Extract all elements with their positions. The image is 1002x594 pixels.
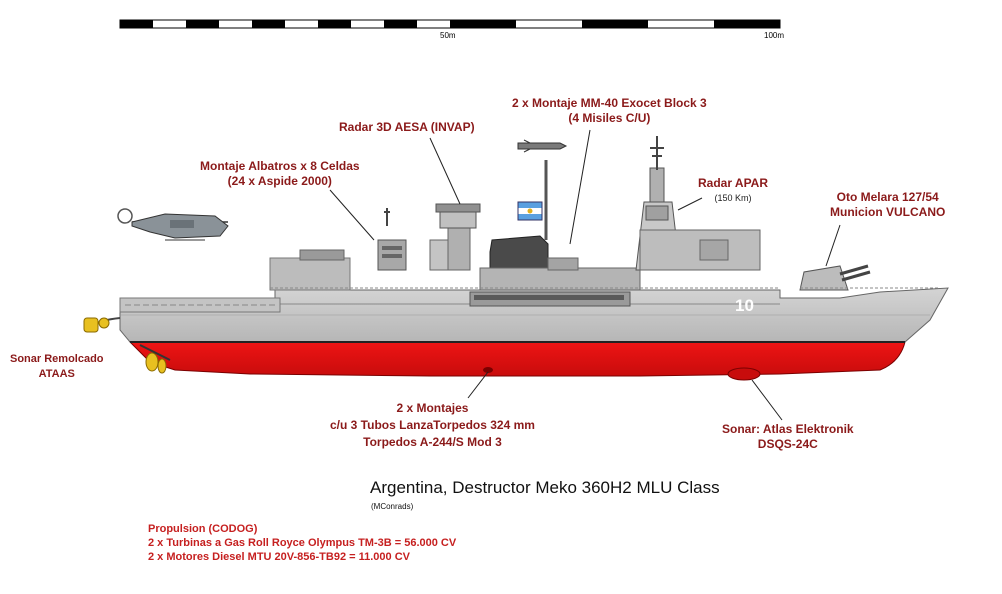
- main-mast: [517, 160, 579, 271]
- main-gun: [799, 264, 871, 291]
- label-sonar-hull-line2: DSQS-24C: [757, 437, 818, 451]
- propulsion-heading: Propulsion (CODOG): [148, 523, 258, 535]
- propulsion-line1: 2 x Turbinas a Gas Roll Royce Olympus TM…: [148, 537, 457, 549]
- albatros-launcher: [377, 208, 407, 271]
- label-oto-melara-line2: Municion VULCANO: [830, 205, 946, 219]
- label-apar-line1: Radar APAR: [698, 176, 769, 190]
- label-exocet-line2: (4 Misiles C/U): [568, 111, 651, 125]
- label-oto-melara: Oto Melara 127/54 Municion VULCANO: [830, 190, 945, 220]
- label-sonar-hull-line1: Sonar: Atlas Elektronik: [722, 422, 854, 436]
- apar-tower: [635, 136, 761, 271]
- hull-sonar-dome: [727, 367, 761, 381]
- label-sonar-towed-line2: ATAAS: [38, 368, 75, 380]
- scale-label-50: 50m: [440, 31, 456, 40]
- label-torpedoes-line2: c/u 3 Tubos LanzaTorpedos 324 mm: [330, 418, 535, 432]
- towed-sonar-gear: [83, 297, 281, 374]
- label-apar-line2: (150 Km): [714, 193, 752, 203]
- label-sonar-hull: Sonar: Atlas Elektronik DSQS-24C: [722, 422, 854, 452]
- label-exocet-line1: 2 x Montaje MM-40 Exocet Block 3: [512, 96, 707, 110]
- pointer-lines: [329, 129, 841, 421]
- label-albatros: Montaje Albatros x 8 Celdas (24 x Aspide…: [200, 159, 360, 189]
- label-apar: Radar APAR (150 Km): [698, 176, 768, 206]
- label-albatros-line2: (24 x Aspide 2000): [227, 174, 332, 188]
- label-torpedoes-line3: Torpedos A-244/S Mod 3: [363, 435, 502, 449]
- label-sonar-towed: Sonar Remolcado ATAAS: [10, 352, 104, 382]
- exocet-icon: [517, 139, 568, 153]
- scale-bar: [119, 19, 781, 29]
- label-torpedoes: 2 x Montajes c/u 3 Tubos LanzaTorpedos 3…: [330, 400, 535, 451]
- propulsion-block: Propulsion (CODOG) 2 x Turbinas a Gas Ro…: [148, 522, 456, 564]
- propulsion-line2: 2 x Motores Diesel MTU 20V-856-TB92 = 11…: [148, 551, 410, 563]
- label-oto-melara-line1: Oto Melara 127/54: [836, 190, 939, 204]
- label-albatros-line1: Montaje Albatros x 8 Celdas: [200, 159, 360, 173]
- label-radar-aesa: Radar 3D AESA (INVAP): [339, 120, 475, 135]
- helicopter: [117, 208, 229, 241]
- funnel: [469, 235, 641, 307]
- diagram-title: Argentina, Destructor Meko 360H2 MLU Cla…: [370, 478, 720, 497]
- scale-label-100: 100m: [764, 31, 785, 40]
- label-exocet: 2 x Montaje MM-40 Exocet Block 3 (4 Misi…: [512, 96, 707, 126]
- hull-number: 10: [735, 296, 754, 315]
- aesa-radar-mast: [429, 203, 481, 271]
- label-sonar-towed-line1: Sonar Remolcado: [10, 353, 104, 365]
- label-radar-aesa-line1: Radar 3D AESA (INVAP): [339, 120, 475, 134]
- credit: (MConrads): [371, 502, 414, 511]
- label-torpedoes-line1: 2 x Montajes: [396, 401, 469, 415]
- hull-lower-red: [128, 341, 906, 377]
